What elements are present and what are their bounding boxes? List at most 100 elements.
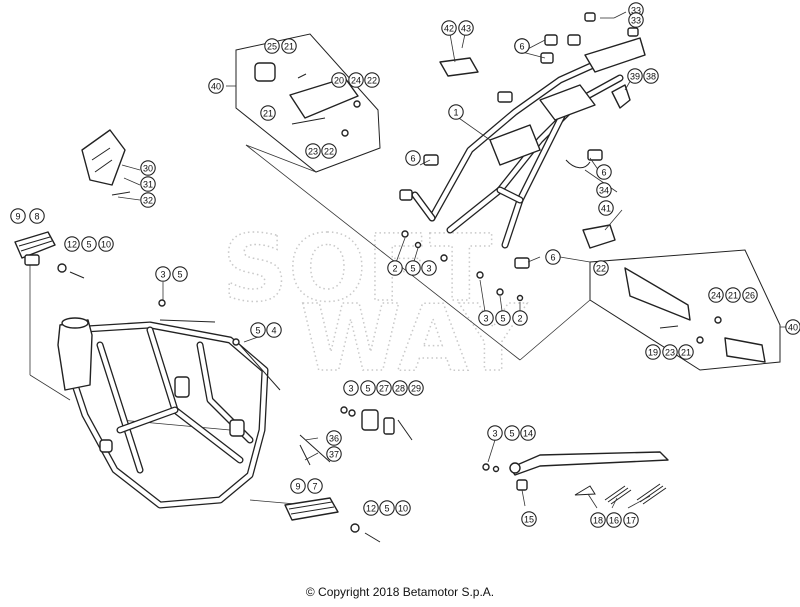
callout-label: 32 — [143, 196, 153, 206]
callout-bubble — [266, 322, 282, 338]
callout-label: 31 — [143, 180, 153, 190]
callout-21: 21 — [281, 38, 297, 54]
callout-label: 9 — [295, 482, 300, 492]
callout-9: 9 — [290, 478, 306, 494]
callout-bubble — [408, 380, 424, 396]
callout-33: 33 — [628, 12, 644, 28]
callout-bubble — [140, 192, 156, 208]
callout-bubble — [172, 266, 188, 282]
callout-label: 39 — [630, 72, 640, 82]
callout-bubble — [331, 72, 347, 88]
callout-bubble — [64, 236, 80, 252]
callout-12: 12 — [363, 500, 379, 516]
callout-bubble — [504, 425, 520, 441]
callout-12: 12 — [64, 236, 80, 252]
callout-5: 5 — [405, 260, 421, 276]
right-footpeg — [284, 497, 381, 543]
callout-17: 17 — [623, 512, 639, 528]
callout-37: 37 — [326, 446, 342, 462]
callout-4: 4 — [266, 322, 282, 338]
callout-23: 23 — [305, 143, 321, 159]
callout-3: 3 — [487, 425, 503, 441]
callout-bubble — [392, 380, 408, 396]
callout-label: 12 — [366, 504, 376, 514]
callout-27: 27 — [376, 380, 392, 396]
callout-6: 6 — [596, 164, 612, 180]
callout-5: 5 — [360, 380, 376, 396]
callout-5: 5 — [504, 425, 520, 441]
callout-10: 10 — [395, 500, 411, 516]
callout-bubble — [250, 322, 266, 338]
callout-label: 1 — [453, 108, 458, 118]
callout-41: 41 — [598, 200, 614, 216]
callout-bubble — [628, 12, 644, 28]
callout-bubble — [487, 425, 503, 441]
callout-bubble — [290, 478, 306, 494]
callout-29: 29 — [408, 380, 424, 396]
callout-5: 5 — [250, 322, 266, 338]
callout-label: 24 — [711, 291, 721, 301]
callout-bubble — [364, 72, 380, 88]
callout-bubble — [512, 310, 528, 326]
callout-label: 30 — [143, 164, 153, 174]
callout-19: 19 — [645, 344, 661, 360]
callout-label: 22 — [596, 264, 606, 274]
callout-8: 8 — [29, 208, 45, 224]
callout-bubble — [742, 287, 758, 303]
callout-label: 33 — [631, 6, 641, 16]
callout-39: 39 — [627, 68, 643, 84]
callout-bubble — [155, 266, 171, 282]
callout-bubble — [448, 104, 464, 120]
callout-label: 6 — [410, 154, 415, 164]
callout-3: 3 — [155, 266, 171, 282]
callout-1: 1 — [448, 104, 464, 120]
main-frame — [57, 299, 331, 509]
callout-5: 5 — [81, 236, 97, 252]
callout-bubble — [596, 182, 612, 198]
callout-label: 5 — [500, 314, 505, 324]
callout-21: 21 — [678, 344, 694, 360]
watermark: SOFT WAY — [221, 214, 528, 393]
callout-6: 6 — [545, 249, 561, 265]
callout-label: 5 — [509, 429, 514, 439]
callout-label: 5 — [365, 384, 370, 394]
callout-label: 20 — [334, 76, 344, 86]
callout-bubble — [140, 160, 156, 176]
callout-label: 3 — [348, 384, 353, 394]
callout-label: 21 — [681, 348, 691, 358]
callout-bubble — [521, 511, 537, 527]
callout-bubble — [326, 430, 342, 446]
callout-label: 19 — [648, 348, 658, 358]
callout-bubble — [421, 260, 437, 276]
callout-label: 42 — [444, 24, 454, 34]
callout-bubble — [98, 236, 114, 252]
left-footpeg — [14, 231, 85, 279]
callout-40: 40 — [785, 319, 800, 335]
callout-bubble — [395, 500, 411, 516]
callout-label: 3 — [483, 314, 488, 324]
watermark-line-2: WAY — [300, 285, 528, 392]
callout-bubble — [596, 164, 612, 180]
callout-label: 2 — [392, 264, 397, 274]
callout-2: 2 — [512, 310, 528, 326]
callout-label: 25 — [267, 42, 277, 52]
callout-label: 21 — [263, 109, 273, 119]
callout-3: 3 — [343, 380, 359, 396]
callout-label: 36 — [329, 434, 339, 444]
callout-label: 34 — [599, 186, 609, 196]
footpeg-bracket-left — [254, 62, 361, 137]
callout-28: 28 — [392, 380, 408, 396]
callout-bubble — [321, 143, 337, 159]
callout-5: 5 — [495, 310, 511, 326]
callout-bubble — [593, 260, 609, 276]
callout-24: 24 — [348, 72, 364, 88]
callout-bubble — [545, 249, 561, 265]
callout-31: 31 — [140, 176, 156, 192]
callout-label: 40 — [211, 82, 221, 92]
callout-label: 14 — [523, 429, 533, 439]
callout-bubble — [478, 310, 494, 326]
callout-bubble — [405, 260, 421, 276]
callout-label: 22 — [324, 147, 334, 157]
callout-label: 23 — [308, 147, 318, 157]
